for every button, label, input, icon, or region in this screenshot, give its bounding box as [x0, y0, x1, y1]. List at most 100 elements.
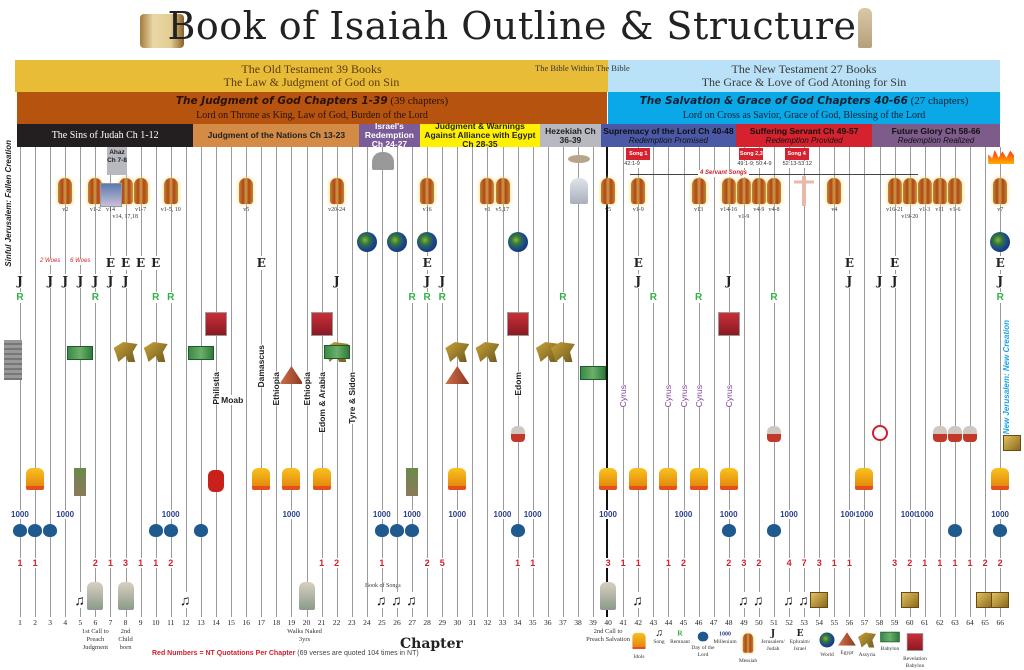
- remnant-marker: R: [436, 292, 449, 303]
- chapter-number: 29: [438, 618, 446, 627]
- chapter-annotation: 2nd Child born: [118, 628, 133, 651]
- legend-item: Messiah: [733, 630, 763, 665]
- millennium-label: 1000: [780, 510, 798, 519]
- music-note-icon: ♫: [74, 592, 85, 608]
- ot-title: The Old Testament 39 Books: [241, 62, 382, 76]
- messiah-icon: [736, 178, 751, 204]
- chapter-number: 54: [815, 618, 823, 627]
- verse-label: v1: [484, 207, 491, 213]
- legend-label: Ephraim/ Israel: [789, 639, 811, 652]
- chapter-number: 9: [138, 618, 143, 627]
- x-axis-label: Chapter: [400, 636, 463, 652]
- chapter-line: [879, 147, 881, 617]
- bible-within-bible-label: The Bible Within The Bible: [535, 63, 630, 73]
- isaiah-image: [117, 582, 134, 610]
- nt-quotation-count: 3: [888, 558, 901, 568]
- jerusalem-judah-marker: J: [993, 274, 1008, 288]
- chapter-line: [35, 147, 37, 617]
- remnant-marker: R: [994, 292, 1007, 303]
- chapter-number: 50: [755, 618, 763, 627]
- chapter-number: 58: [875, 618, 884, 627]
- chapter-number: 12: [182, 618, 190, 627]
- nt-quotation-count: 7: [798, 558, 811, 568]
- verse-label: v20-24: [328, 207, 346, 213]
- chapter-line: [110, 147, 112, 617]
- chapter-line: [834, 147, 836, 617]
- chapter-number: 21: [317, 618, 326, 627]
- messiah-icon: [947, 178, 962, 204]
- messiah-icon: [721, 178, 736, 204]
- chapter-line: [985, 147, 987, 617]
- millennium-icon: 1000: [713, 631, 737, 637]
- music-note-icon: ♫: [752, 592, 764, 608]
- remnant-marker: R: [768, 292, 780, 303]
- verse-label: v4-9: [753, 207, 765, 213]
- chapter-number: 11: [167, 618, 175, 627]
- ephraim-israel-marker: E: [842, 256, 857, 270]
- chapter-number: 42: [634, 618, 643, 627]
- cyrus-label: Cyrus: [678, 385, 689, 408]
- servant-song-badge: Song 1: [626, 148, 651, 160]
- section-2: Judgment of the Nations Ch 13-23: [193, 124, 360, 147]
- section-subtitle: Redemption Realized: [897, 135, 975, 145]
- chapter-line: [427, 147, 429, 617]
- music-note-icon: ♫: [632, 592, 643, 608]
- verse-label: v13: [694, 207, 704, 213]
- assyria-icon: [113, 342, 138, 362]
- idol-icon: [719, 468, 738, 490]
- section-title: Judgment & Warnings Against Alliance wit…: [424, 121, 536, 149]
- verse-label: v16: [422, 207, 432, 213]
- nt-quotation-count: 1: [964, 558, 977, 568]
- globe-icon: [387, 232, 407, 252]
- millennium-label: 1000: [282, 510, 301, 519]
- messiah-icon: [239, 178, 254, 204]
- jerusalem-judah-marker: J: [721, 274, 736, 288]
- storm-cloud-icon: [43, 524, 58, 537]
- verse-label: v14, 17,18: [112, 214, 139, 220]
- chapter-line: [970, 147, 972, 617]
- chapter-number: 26: [393, 618, 401, 627]
- chapter-number: 56: [845, 618, 854, 627]
- ephraim-israel-marker: E: [103, 256, 118, 270]
- servant-song-ref: 52:13-53:12: [782, 161, 812, 168]
- assyria-icon: [143, 342, 168, 362]
- chapter-number: 32: [483, 618, 492, 627]
- chapter-line: [789, 147, 791, 617]
- verse-label: v16-21: [886, 207, 904, 213]
- chapter-number: 61: [921, 618, 929, 627]
- section-subtitle: Redemption Provided: [765, 135, 843, 145]
- e-icon: E: [794, 627, 806, 639]
- music-note-icon: ♫: [179, 592, 191, 608]
- storm-cloud-icon: [993, 524, 1008, 537]
- chapter-number: 64: [966, 618, 974, 627]
- storm-cloud-icon: [193, 524, 208, 537]
- nt-quotation-count: 1: [134, 558, 147, 568]
- chapter-line: [20, 147, 21, 617]
- verse-label: v5: [605, 207, 612, 213]
- chapter-number: 30: [453, 618, 462, 627]
- chapter-number: 63: [951, 618, 959, 627]
- salvation-title: The Salvation & Grace of God Chapters 40…: [639, 95, 908, 107]
- chapter-number: 25: [378, 618, 386, 627]
- legend-label: World: [820, 652, 834, 658]
- verse-label: v2: [62, 207, 69, 213]
- legend-item: Day of the Lord: [688, 630, 718, 659]
- babylon-icon: [323, 345, 350, 359]
- footnote-red: Red Numbers = NT Quotations Per Chapter: [152, 650, 296, 657]
- ahaz-label: Ahaz Ch 7-8: [107, 147, 127, 175]
- chapter-line: [185, 147, 187, 617]
- egypt-icon: [445, 366, 470, 384]
- nt-quotation-count: 1: [933, 558, 946, 568]
- legend-label: Revelation Babylon: [903, 656, 927, 669]
- millennium-label: 1000: [674, 510, 693, 519]
- jerusalem-wall-icon: [4, 340, 22, 380]
- revelation-babylon-icon: [717, 312, 740, 336]
- legend-label: Song: [653, 639, 665, 645]
- treasure-icon: [810, 592, 829, 608]
- winged-lion-icon: [858, 632, 876, 648]
- millennium-label: 1000: [11, 510, 29, 519]
- millennium-label: 1000: [523, 510, 542, 519]
